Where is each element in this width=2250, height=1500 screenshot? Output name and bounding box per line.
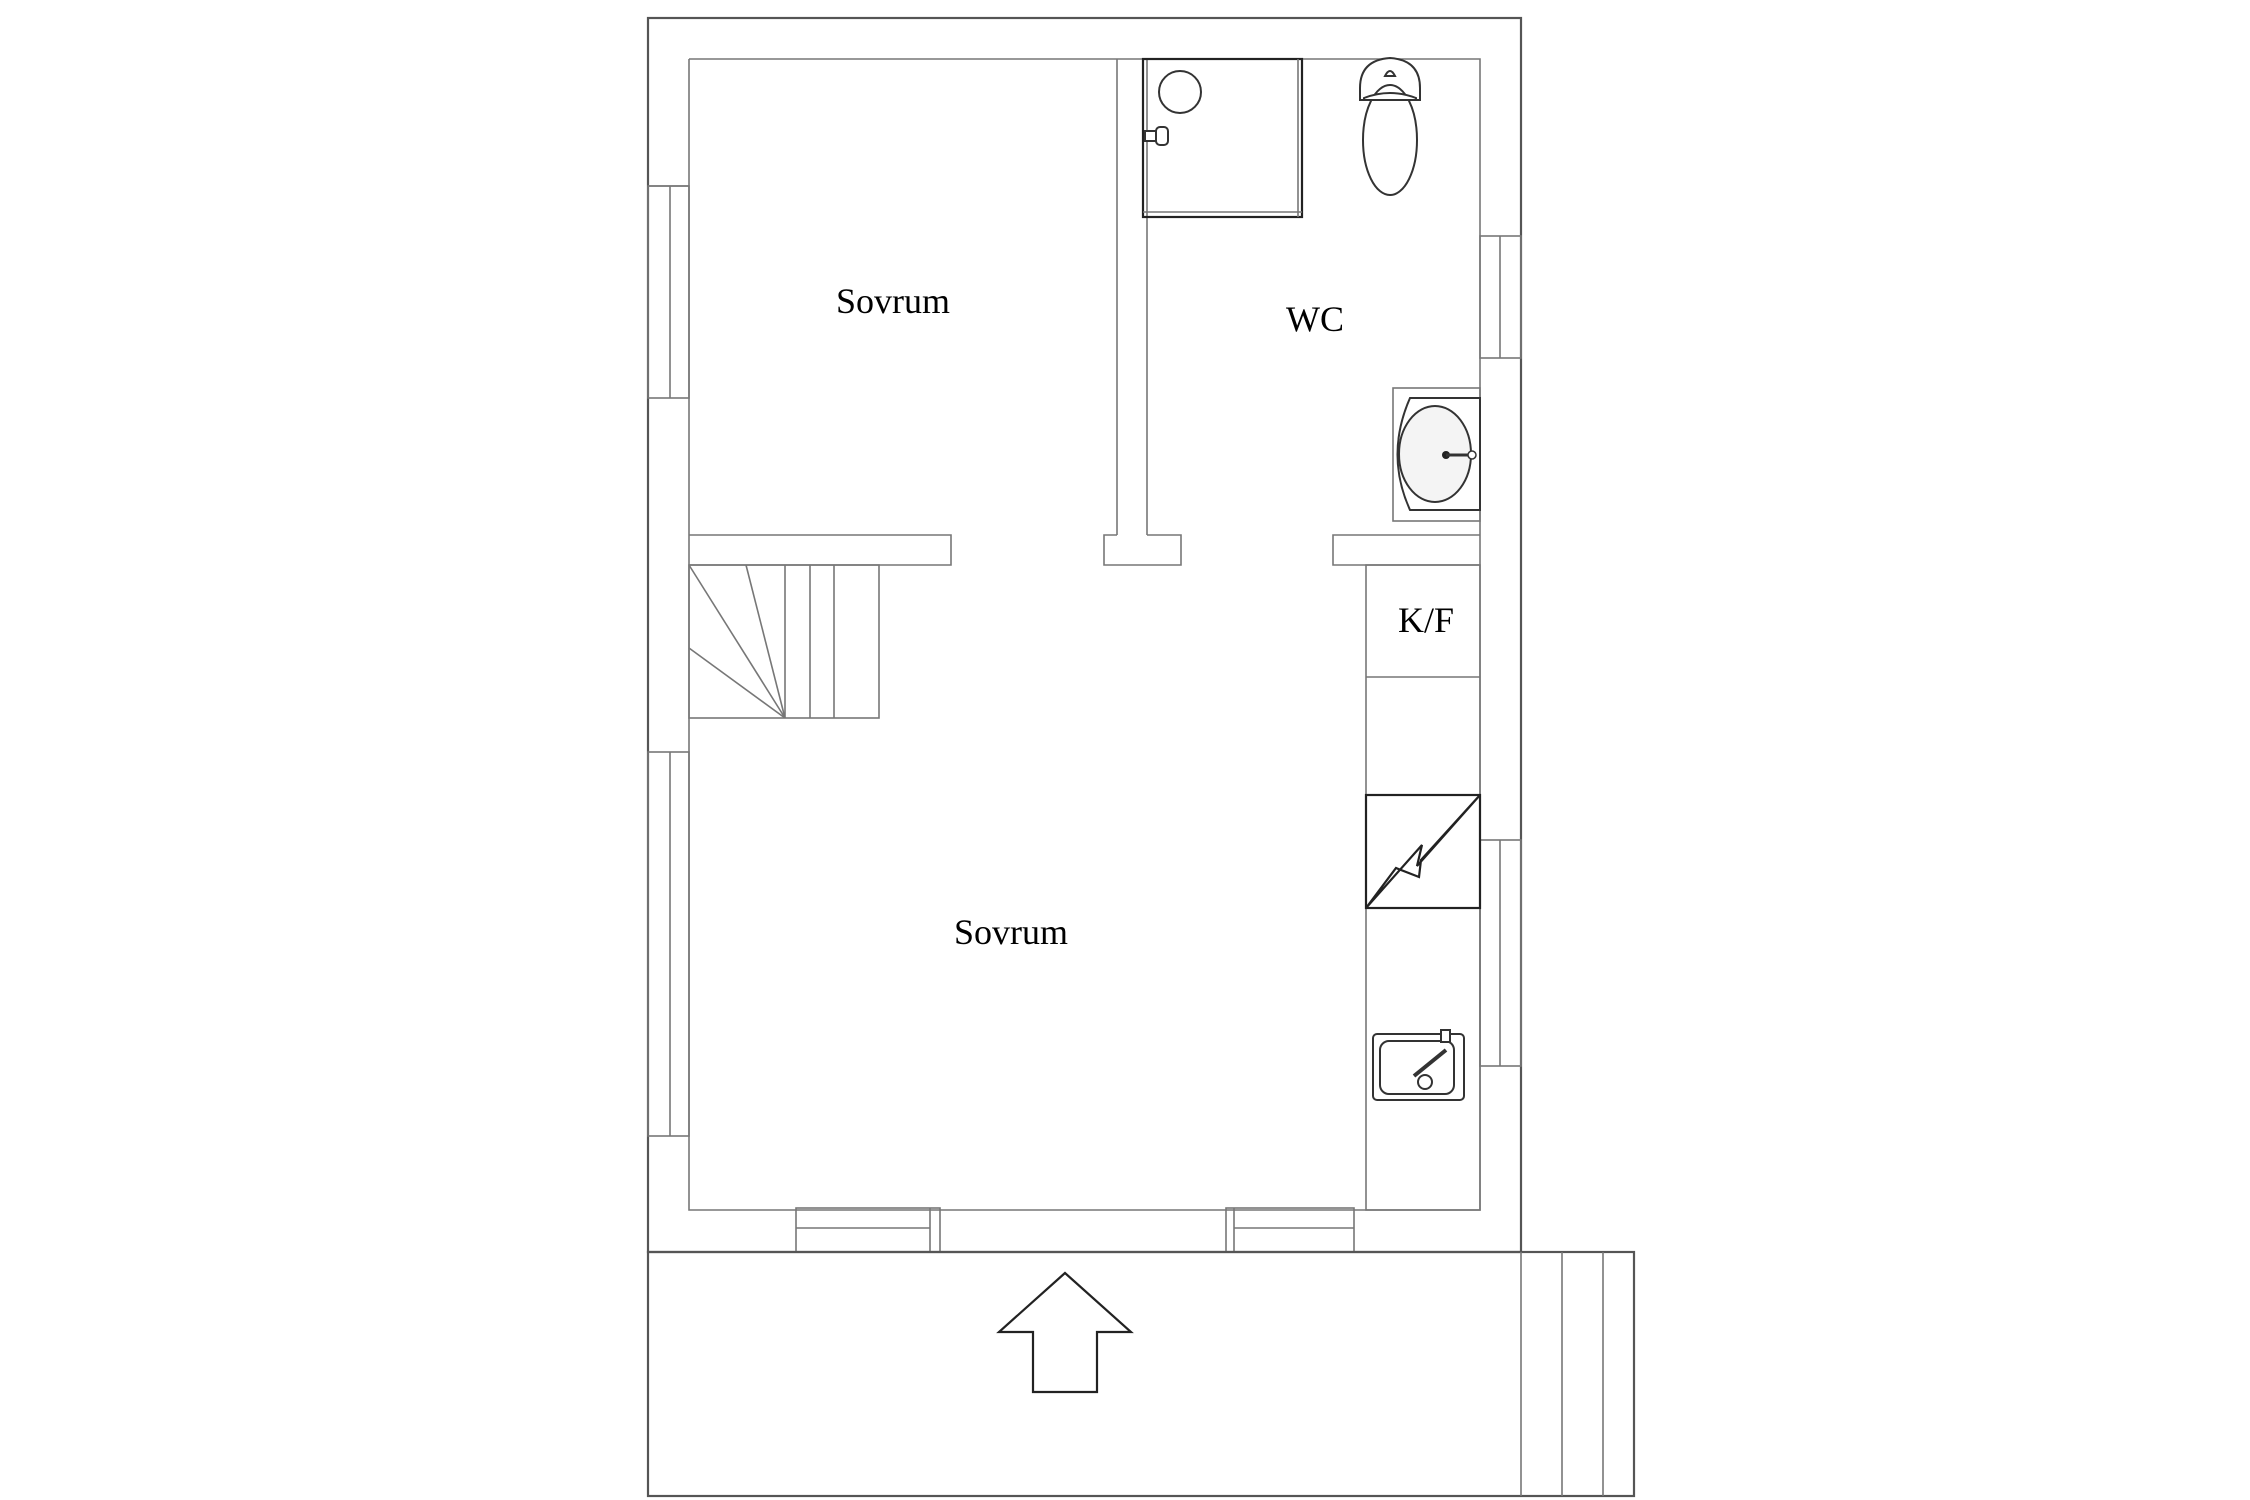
room-label-wc: WC [1286, 299, 1344, 339]
inner-wall [688, 58, 1481, 1211]
toilet-icon [1359, 56, 1421, 196]
room-label-bedroom-lower: Sovrum [954, 912, 1068, 952]
wall-stub-middle [1103, 534, 1182, 566]
room-label-bedroom-upper: Sovrum [836, 281, 950, 321]
shower-icon [1141, 57, 1304, 219]
wall-stub-right [1332, 534, 1480, 566]
washbasin-icon [1392, 387, 1481, 522]
stove-icon [1364, 793, 1482, 910]
wall-stub-left [689, 534, 952, 566]
window-bottom-right [1225, 1207, 1355, 1253]
window-left-lower [647, 751, 690, 1137]
porch [646, 1250, 1636, 1498]
room-label-kf: K/F [1398, 600, 1454, 640]
window-left-upper [647, 185, 690, 399]
kitchen-sink-icon [1372, 1029, 1465, 1101]
staircase-icon [688, 564, 880, 719]
arrow-up-icon [996, 1271, 1134, 1394]
window-bottom-left [795, 1207, 941, 1253]
